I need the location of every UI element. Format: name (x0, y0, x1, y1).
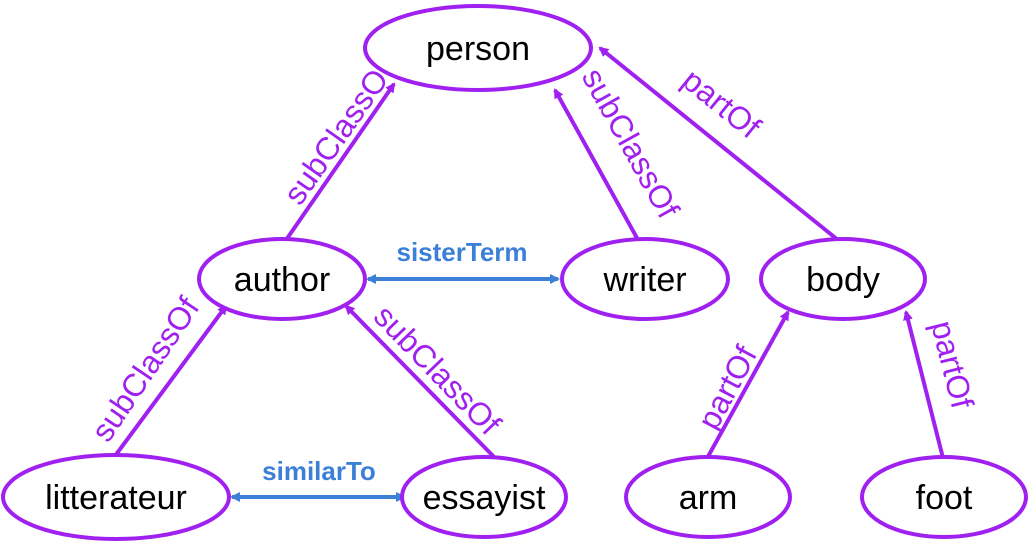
edge-essayist-author (344, 304, 499, 462)
node-essayist: essayist (400, 455, 568, 539)
node-label-author: author (234, 261, 330, 299)
edge-label-litterateur-author: subClassOf (84, 291, 206, 448)
node-person: person (363, 4, 593, 92)
edge-label-essayist-author: subClassOf (367, 298, 508, 442)
node-label-arm: arm (679, 479, 738, 517)
edge-label-foot-body: partOf (924, 317, 980, 412)
edge-foot-body (903, 310, 946, 463)
edge-author-person (284, 82, 396, 242)
edge-label-author-writer: sisterTerm (396, 237, 527, 267)
node-label-body: body (806, 261, 880, 299)
node-label-foot: foot (916, 479, 973, 517)
node-label-person: person (426, 30, 530, 68)
edge-body-person (598, 46, 840, 242)
node-arm: arm (624, 455, 792, 539)
node-label-writer: writer (602, 261, 686, 299)
edge-label-body-person: partOf (676, 61, 768, 145)
node-body: body (759, 237, 927, 321)
edge-label-writer-person: subClassOf (575, 62, 687, 224)
edge-label-author-person: subClassOf (276, 55, 400, 211)
node-litterateur: litterateur (1, 453, 231, 541)
edge-litterateur-author (110, 304, 228, 462)
node-author: author (197, 237, 367, 321)
node-label-litterateur: litterateur (45, 479, 187, 517)
node-label-essayist: essayist (423, 479, 546, 517)
node-writer: writer (560, 237, 730, 321)
edge-label-arm-body: partOf (690, 340, 764, 436)
edge-writer-person (553, 88, 639, 239)
node-foot: foot (860, 455, 1028, 539)
edge-arm-body (703, 310, 790, 463)
edge-label-litterateur-essayist: similarTo (262, 456, 376, 486)
